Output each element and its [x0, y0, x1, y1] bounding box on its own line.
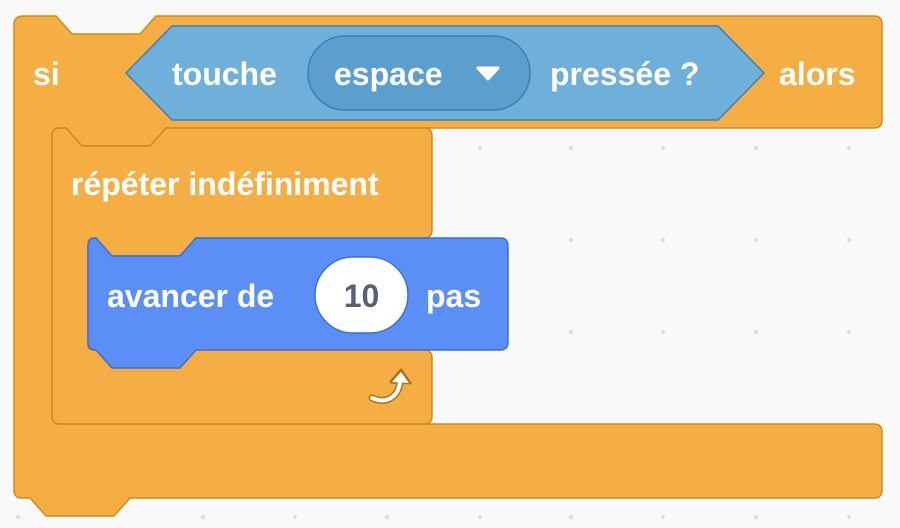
key-dropdown-value: espace — [334, 56, 443, 92]
then-keyword: alors — [779, 56, 856, 92]
if-keyword: si — [33, 56, 60, 92]
workspace-grid — [16, 146, 851, 519]
forever-label: répéter indéfiniment — [71, 166, 379, 202]
move-block[interactable] — [87, 237, 509, 369]
move-prefix-label: avancer de — [107, 278, 275, 314]
condition-prefix-label: touche — [172, 56, 277, 92]
condition-suffix-label: pressée ? — [550, 56, 700, 92]
caret-down-icon — [476, 66, 500, 81]
key-dropdown[interactable] — [307, 35, 531, 111]
steps-input[interactable] — [314, 256, 409, 334]
move-suffix-label: pas — [426, 278, 482, 314]
loop-arrow-icon — [368, 368, 412, 404]
steps-value: 10 — [343, 278, 380, 314]
